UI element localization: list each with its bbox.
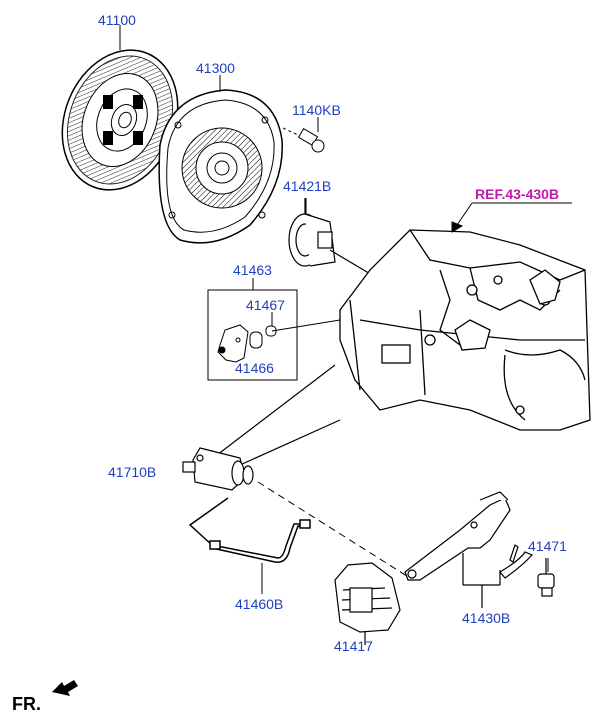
part-label-41430B: 41430B: [462, 610, 511, 626]
leader-lines: [305, 198, 549, 572]
part-label-41471: 41471: [528, 538, 567, 554]
release-cylinder-41710B: [182, 364, 341, 491]
part-label-41100: 41100: [98, 12, 136, 28]
bolt-1140KB: [282, 117, 325, 153]
part-label-41710B: 41710B: [108, 464, 157, 480]
transmission-housing: [339, 229, 591, 431]
reference-label: REF.43-430B: [475, 186, 560, 202]
part-label-41463: 41463: [233, 262, 272, 278]
ref-leader: [451, 202, 572, 233]
clutch-disc-41100: [61, 25, 179, 191]
front-direction-arrow: [52, 680, 78, 696]
front-direction-label: FR.: [12, 694, 41, 714]
release-bearing-41421B: [288, 198, 373, 276]
part-label-41467: 41467: [246, 297, 285, 313]
part-label-41460B: 41460B: [235, 596, 284, 612]
part-label-41466: 41466: [235, 360, 274, 376]
part-label-41300: 41300: [196, 60, 235, 76]
part-label-41421B: 41421B: [283, 178, 332, 194]
part-label-41417: 41417: [334, 638, 373, 654]
bracket-group-41463: [207, 278, 341, 381]
pivot-bolt-41471: [537, 558, 555, 597]
dust-boot-41417: [334, 562, 401, 645]
hose-41460B: [188, 497, 311, 594]
release-fork-41430B: [404, 491, 534, 608]
pressure-plate-41300: [158, 75, 283, 244]
assembly-axis: [257, 481, 411, 579]
part-label-1140KB: 1140KB: [292, 102, 341, 118]
